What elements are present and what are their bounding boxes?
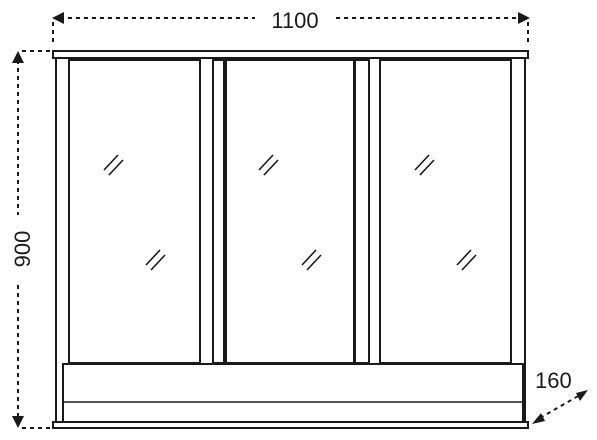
divider-right bbox=[354, 59, 370, 364]
reflection-mark bbox=[414, 154, 435, 176]
depth-dim-line bbox=[539, 394, 581, 419]
width-dimension: 1100 bbox=[52, 8, 530, 45]
reflection-mark bbox=[301, 249, 322, 271]
width-arrow-right bbox=[518, 12, 530, 24]
lower-shelf bbox=[62, 363, 524, 423]
door-right bbox=[379, 59, 512, 364]
divider-left bbox=[212, 59, 225, 364]
height-arrow-top bbox=[12, 51, 24, 63]
depth-label: 160 bbox=[535, 368, 572, 393]
reflection-mark bbox=[145, 249, 166, 271]
mirror-reflection-marks bbox=[103, 154, 477, 271]
reflection-mark bbox=[258, 154, 279, 176]
height-arrow-bottom bbox=[12, 416, 24, 428]
reflection-mark bbox=[456, 249, 477, 271]
cabinet bbox=[52, 50, 529, 429]
door-left bbox=[68, 59, 201, 364]
top-panel bbox=[52, 50, 529, 59]
depth-arrow-high bbox=[576, 390, 588, 401]
height-label: 900 bbox=[10, 231, 35, 268]
width-arrow-left bbox=[52, 12, 64, 24]
door-center bbox=[225, 59, 355, 364]
width-label: 1100 bbox=[271, 8, 318, 33]
depth-dimension: 160 bbox=[532, 368, 588, 424]
depth-arrow-low bbox=[532, 413, 545, 424]
height-dimension: 900 bbox=[10, 50, 50, 429]
reflection-mark bbox=[103, 154, 124, 176]
